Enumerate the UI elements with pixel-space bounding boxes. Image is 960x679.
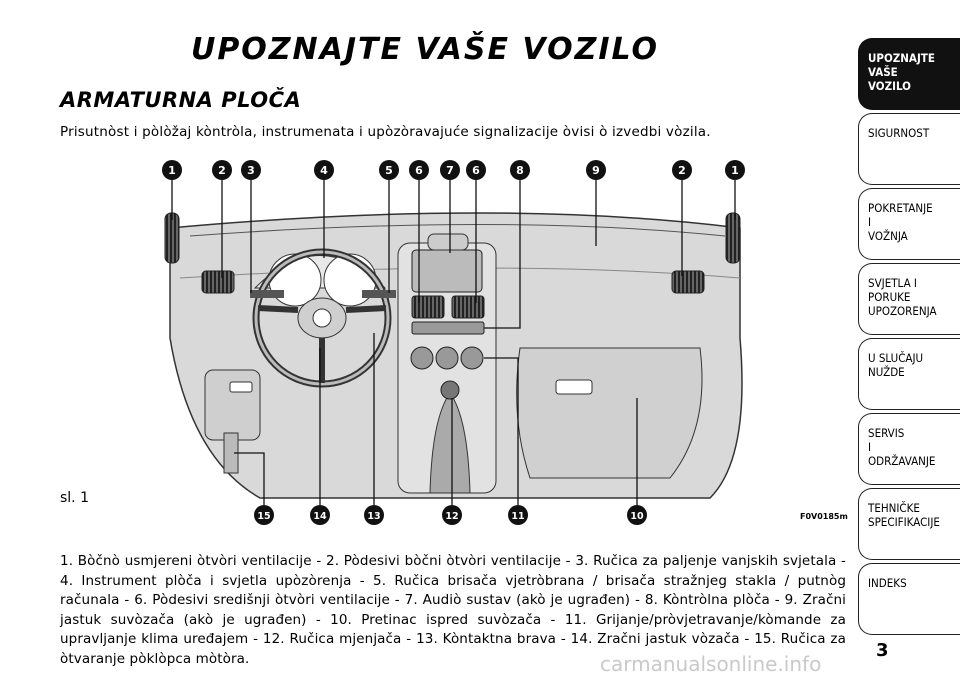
tab-servis-i-odrzavanje[interactable]: SERVIS I ODRŽAVANJE <box>858 413 960 485</box>
climate-knob-left <box>410 346 434 370</box>
callout-2b: 2 <box>678 164 686 177</box>
tab-sigurnost[interactable]: SIGURNOST <box>858 113 960 185</box>
watermark: carmanualsonline.info <box>600 652 822 676</box>
callout-15: 15 <box>257 511 270 522</box>
lateral-vent-right <box>671 270 705 294</box>
page-number: 3 <box>876 640 889 661</box>
callout-5: 5 <box>385 164 393 177</box>
figure-label: sl. 1 <box>60 490 89 506</box>
lateral-vent-left <box>201 270 235 294</box>
center-vent-left <box>411 295 445 319</box>
side-vent-left <box>164 212 180 264</box>
tab-u-slucaju-nuzde[interactable]: U SLUČAJU NUŽDE <box>858 338 960 410</box>
chapter-tabs: UPOZNAJTE VAŠE VOZILO SIGURNOST POKRETAN… <box>858 38 960 638</box>
callout-1: 1 <box>168 164 176 177</box>
callout-10: 10 <box>630 511 644 522</box>
dashboard-illustration: 1 2 3 4 5 6 7 6 8 9 2 1 15 14 13 12 11 1… <box>162 160 745 525</box>
callout-6: 6 <box>415 164 423 177</box>
callout-8: 8 <box>516 164 524 177</box>
callout-14: 14 <box>313 511 327 522</box>
leader-lines-top <box>171 180 736 329</box>
side-vent-right <box>725 212 741 264</box>
control-panel <box>411 321 485 335</box>
callout-6b: 6 <box>472 164 480 177</box>
tab-tehnicke-specifikacije[interactable]: TEHNIČKE SPECIFIKACIJE <box>858 488 960 560</box>
callouts-top <box>162 160 745 180</box>
audio-unit <box>411 249 483 293</box>
figure-caption: 1. Bòčnò usmjereni òtvòri ventilacije - … <box>60 553 846 667</box>
tab-upoznajte-vase-vozilo[interactable]: UPOZNAJTE VAŠE VOZILO <box>858 38 960 110</box>
intro-text: Prisutnòst i pòlòžaj kòntròla, instrumen… <box>60 124 711 140</box>
figure-code: F0V0185m <box>800 512 848 521</box>
page-title: UPOZNAJTE VAŠE VOZILO <box>190 32 660 67</box>
climate-knob-right <box>460 346 484 370</box>
center-vent-right <box>451 295 485 319</box>
callout-7: 7 <box>446 164 454 177</box>
callout-9: 9 <box>592 164 600 177</box>
callout-12: 12 <box>445 511 458 522</box>
tab-svjetla-i-poruke[interactable]: SVJETLA I PORUKE UPOZORENJA <box>858 263 960 335</box>
callout-2: 2 <box>218 164 226 177</box>
callouts-bottom <box>254 505 647 525</box>
callout-4: 4 <box>320 164 328 177</box>
callout-3: 3 <box>247 164 255 177</box>
climate-knob-center <box>435 346 459 370</box>
leader-lines-bottom <box>234 333 638 505</box>
glovebox <box>516 347 703 479</box>
callout-13: 13 <box>367 511 380 522</box>
callout-1b: 1 <box>731 164 739 177</box>
callout-11: 11 <box>511 511 524 522</box>
tab-pokretanje-i-voznja[interactable]: POKRETANJE I VOŽNJA <box>858 188 960 260</box>
tab-indeks[interactable]: INDEKS <box>858 563 960 635</box>
section-heading: ARMATURNA PLOČA <box>60 88 302 112</box>
